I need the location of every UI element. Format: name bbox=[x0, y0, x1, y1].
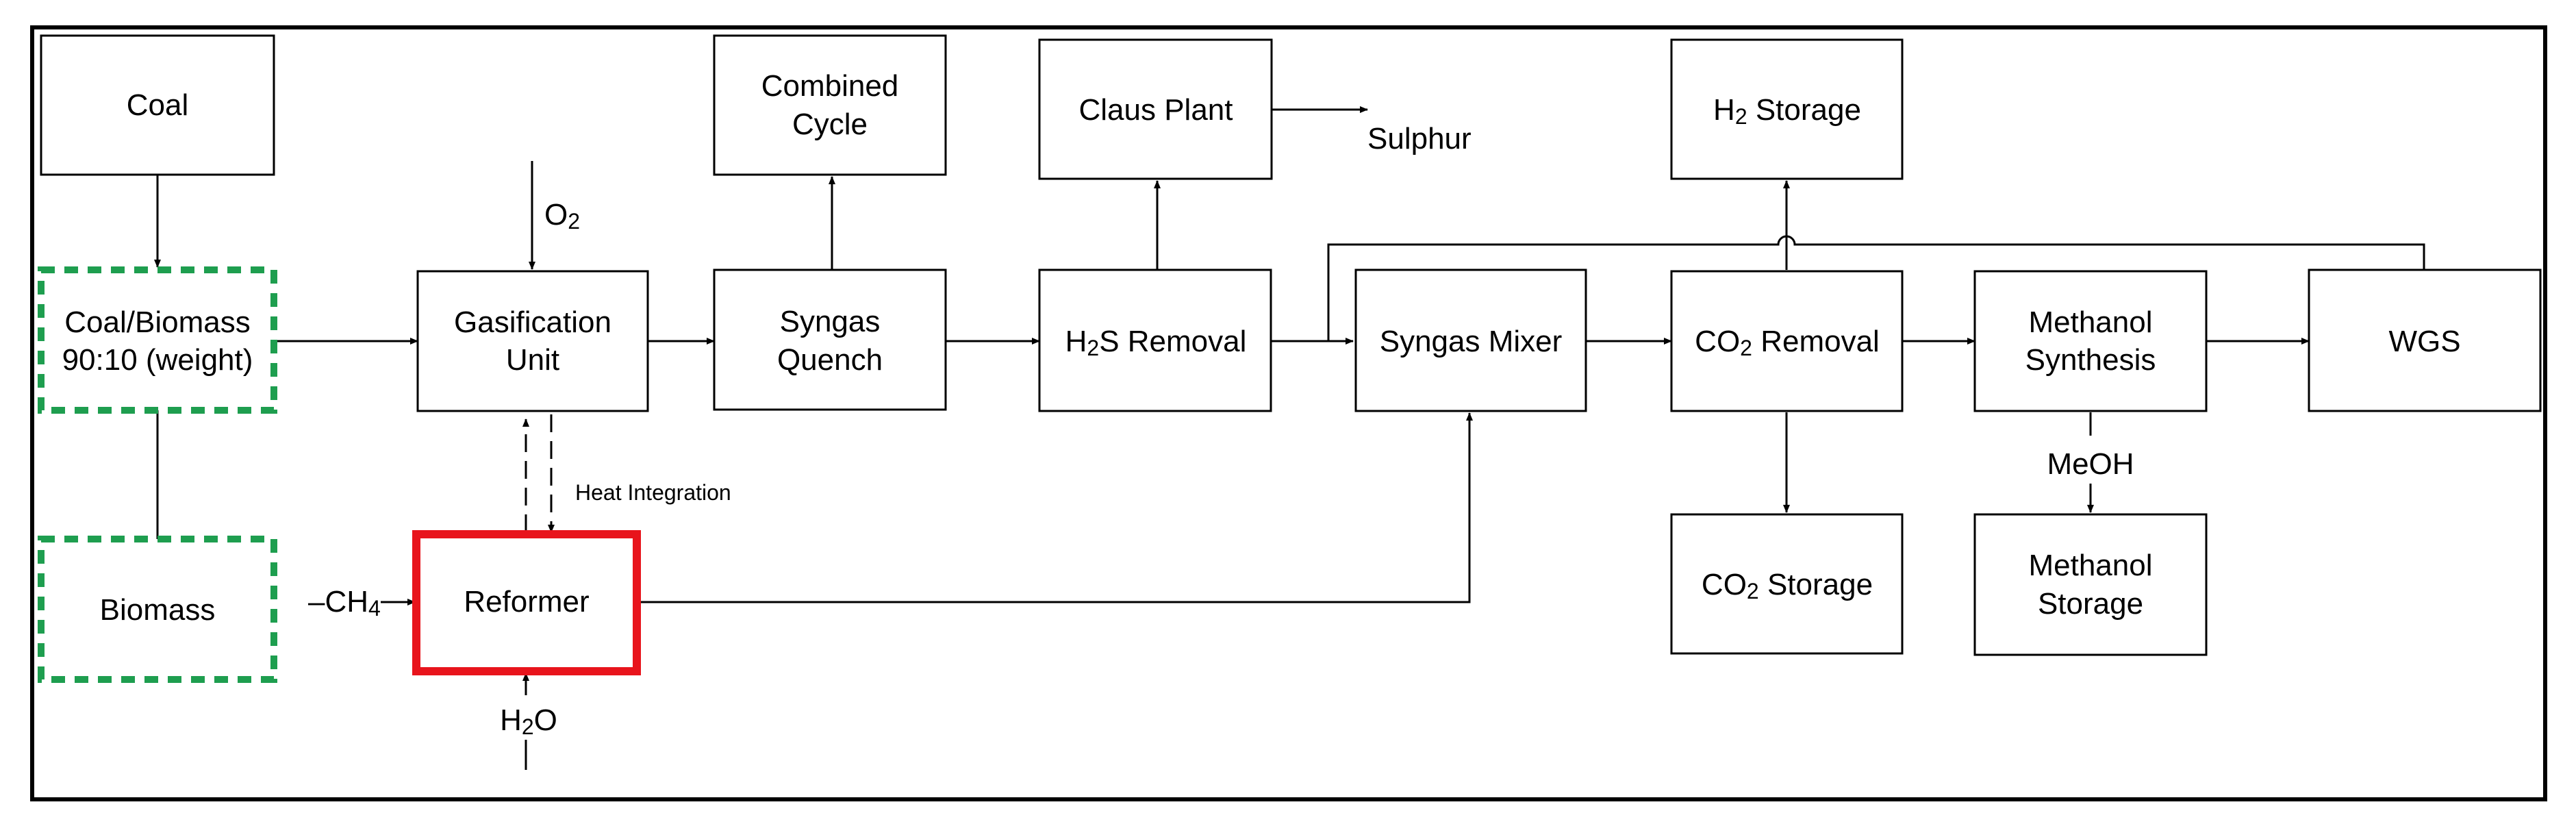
outer-frame bbox=[30, 25, 2547, 801]
quench-label-line2: Quench bbox=[777, 343, 883, 377]
combined-cycle-block: Combined Cycle bbox=[713, 34, 947, 176]
heat-integration-label: Heat Integration bbox=[575, 480, 731, 505]
co2-storage-label: CO2 Storage bbox=[1702, 568, 1873, 603]
gasification-label-line2: Unit bbox=[506, 343, 559, 377]
coal-block: Coal bbox=[40, 34, 275, 176]
h2s-removal-block: H2S Removal bbox=[1038, 269, 1272, 412]
h2s-removal-label: H2S Removal bbox=[1065, 325, 1247, 360]
methanol-synthesis-label-line1: Methanol bbox=[2028, 305, 2152, 339]
methanol-storage-label-line1: Methanol bbox=[2028, 549, 2152, 582]
h2-storage-label: H2 Storage bbox=[1713, 93, 1861, 129]
gasification-label-line1: Gasification bbox=[454, 305, 611, 339]
reformer-label: Reformer bbox=[464, 585, 589, 619]
wgs-block: WGS bbox=[2308, 269, 2542, 412]
methanol-synthesis-label-line2: Synthesis bbox=[2025, 343, 2156, 377]
reformer-block: Reformer bbox=[412, 530, 641, 675]
blend-label-line2: 90:10 (weight) bbox=[62, 343, 253, 377]
biomass-label: Biomass bbox=[100, 593, 216, 627]
h2-storage-block: H2 Storage bbox=[1670, 38, 1904, 180]
co2-removal-block: CO2 Removal bbox=[1670, 270, 1904, 412]
syngas-mixer-label: Syngas Mixer bbox=[1380, 325, 1563, 358]
blend-label-line1: Coal/Biomass bbox=[64, 305, 250, 339]
combined-cycle-label-line2: Cycle bbox=[792, 108, 868, 141]
coal-label: Coal bbox=[127, 88, 189, 122]
syngas-quench-block: Syngas Quench bbox=[713, 269, 947, 411]
gasification-unit-block: Gasification Unit bbox=[416, 270, 649, 412]
meoh-label: MeOH bbox=[2047, 447, 2134, 481]
methanol-storage-block: Methanol Storage bbox=[1973, 513, 2208, 656]
syngas-mixer-block: Syngas Mixer bbox=[1354, 269, 1587, 412]
co2-storage-block: CO2 Storage bbox=[1670, 513, 1904, 655]
oxygen-label: O2 bbox=[544, 198, 580, 234]
sulphur-label: Sulphur bbox=[1367, 122, 1472, 155]
water-label: H2O bbox=[500, 703, 557, 739]
connectors bbox=[154, 106, 2425, 770]
biomass-block: Biomass bbox=[38, 536, 277, 683]
claus-plant-label: Claus Plant bbox=[1078, 93, 1233, 127]
methanol-storage-label-line2: Storage bbox=[2038, 587, 2143, 621]
methane-label: –CH4 bbox=[308, 585, 381, 621]
quench-label-line1: Syngas bbox=[780, 305, 881, 338]
co2-removal-label: CO2 Removal bbox=[1695, 325, 1880, 360]
combined-cycle-label-line1: Combined bbox=[761, 69, 899, 103]
claus-plant-block: Claus Plant bbox=[1038, 38, 1273, 180]
methanol-synthesis-block: Methanol Synthesis bbox=[1973, 270, 2208, 412]
wgs-label: WGS bbox=[2388, 325, 2460, 358]
coal-biomass-blend-block: Coal/Biomass 90:10 (weight) bbox=[38, 266, 277, 414]
